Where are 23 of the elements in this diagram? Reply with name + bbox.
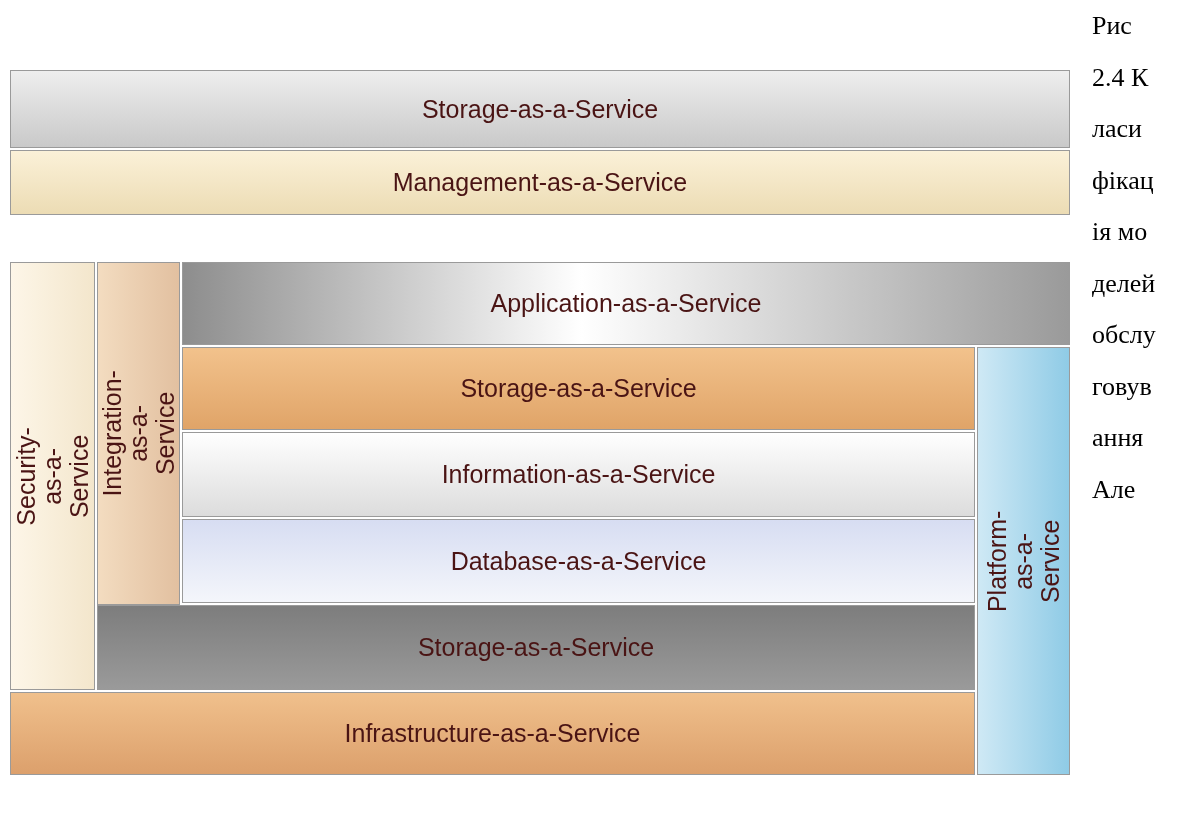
- layer-label: Security-as-a-Service: [13, 426, 92, 526]
- layer-band: [10, 70, 1070, 148]
- layer-band: [10, 150, 1070, 215]
- figure-caption: Рис 2.4 Класифікація моделей обслуговування Але: [1092, 10, 1156, 506]
- vertical-layer-band: [10, 262, 95, 690]
- layer-label: Infrastructure-as-a-Service: [344, 720, 641, 747]
- vertical-layer-band: [97, 262, 180, 605]
- layer-label: Integration-as-a-Service: [99, 370, 178, 497]
- layer-label: Application-as-a-Service: [490, 290, 762, 317]
- layer-band: [182, 262, 1070, 345]
- layer-band: [182, 347, 975, 430]
- layer-band: [10, 692, 975, 775]
- layer-band: [97, 605, 975, 690]
- layer-label: Platform-as-a-Service: [984, 510, 1063, 612]
- vertical-layer-band: [977, 347, 1070, 775]
- layer-band: [182, 432, 975, 517]
- layer-band: [182, 519, 975, 603]
- layer-label: Management-as-a-Service: [392, 169, 688, 196]
- layer-label: Information-as-a-Service: [441, 461, 716, 488]
- layer-label: Database-as-a-Service: [450, 547, 707, 575]
- layer-label: Storage-as-a-Service: [421, 95, 659, 123]
- layer-label: Storage-as-a-Service: [460, 375, 697, 402]
- layer-label: Storage-as-a-Service: [417, 634, 655, 661]
